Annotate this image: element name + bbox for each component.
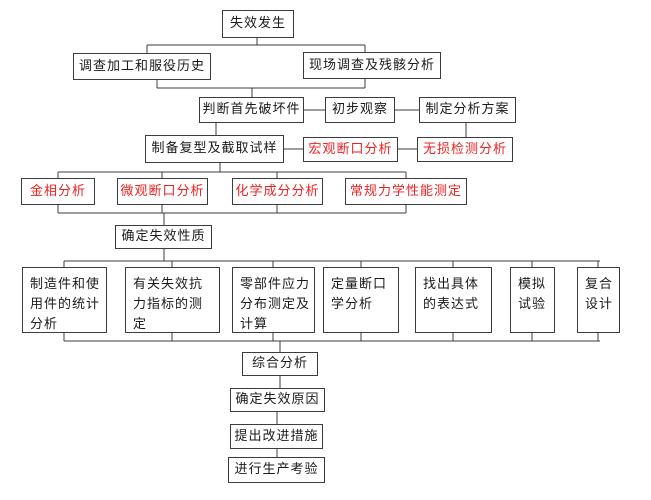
- node-find-specific-expression: 找出具体 的表达式: [415, 267, 492, 333]
- node-routine-mechanical-properties-test: 常规力学性能测定: [345, 178, 467, 205]
- node-preliminary-observation: 初步观察: [325, 97, 395, 123]
- node-conduct-production-verification: 进行生产考验: [228, 457, 325, 483]
- node-ndt-analysis: 无损检测分析: [417, 137, 513, 162]
- node-chemical-composition-analysis: 化学成分分析: [232, 178, 323, 205]
- node-propose-improvement-measures: 提出改进措施: [230, 424, 323, 449]
- node-determine-failure-nature: 确定失效性质: [115, 225, 212, 249]
- node-metallographic-analysis: 金相分析: [21, 178, 95, 205]
- connector-path: [57, 38, 600, 457]
- node-stress-distribution-measurement-calculation: 零部件应力 分布测定及 计算: [232, 267, 315, 333]
- node-failure-resistance-indicator-measurement: 有关失效抗 力指标的测 定: [125, 267, 220, 333]
- node-investigate-processing-service-history: 调查加工和服役历史: [73, 53, 211, 80]
- node-formulate-analysis-plan: 制定分析方案: [419, 97, 516, 123]
- node-macro-fracture-analysis: 宏观断口分析: [303, 137, 398, 162]
- node-quantitative-fractography-analysis: 定量断口 学分析: [323, 267, 399, 333]
- node-micro-fracture-analysis: 微观断口分析: [117, 178, 208, 205]
- node-simulation-test: 模拟 试验: [510, 267, 555, 333]
- node-determine-failure-cause: 确定失效原因: [230, 388, 325, 412]
- node-site-investigation-wreckage-analysis: 现场调查及残骸分析: [303, 52, 441, 79]
- node-failure-occurs: 失效发生: [222, 10, 294, 38]
- node-identify-first-failed-part: 判断首先破坏件: [199, 97, 304, 123]
- node-composite-design: 复合 设计: [577, 267, 620, 333]
- node-comprehensive-analysis: 综合分析: [242, 352, 318, 376]
- node-statistical-analysis-of-parts: 制造件和使 用件的统计 分析: [22, 267, 107, 333]
- node-prepare-replicas-cut-samples: 制备复型及截取试样: [145, 135, 284, 163]
